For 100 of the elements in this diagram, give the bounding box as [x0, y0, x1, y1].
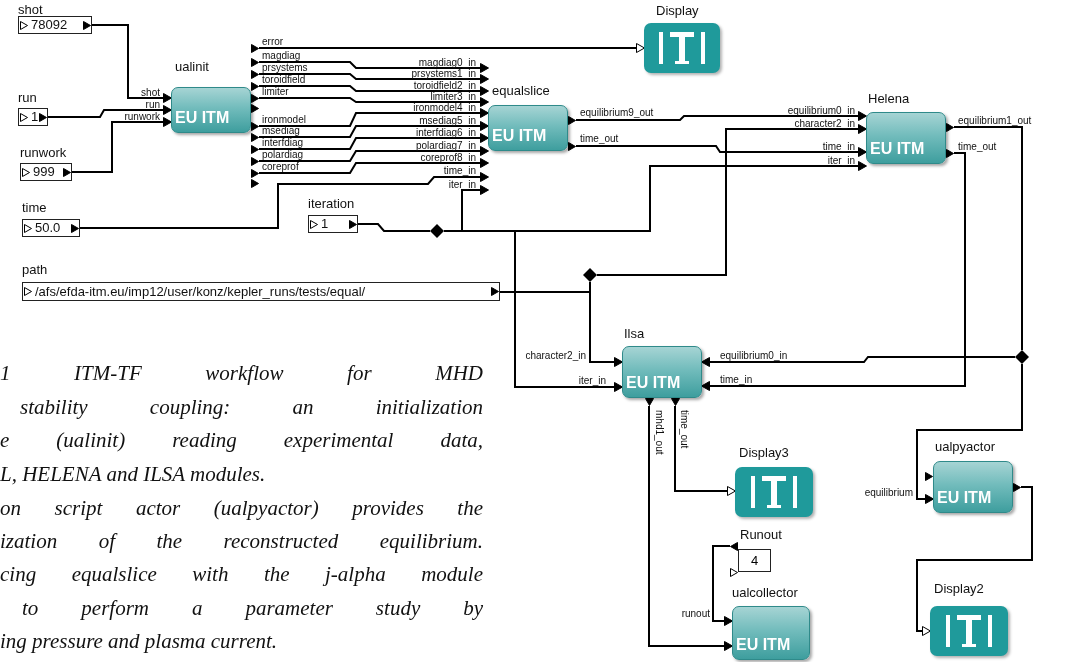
port-label: equilibrium — [864, 488, 913, 498]
port-label: equilibrium9_out — [580, 108, 654, 118]
port-label: limiter3_in — [430, 91, 476, 102]
port-label: mhd1_out — [654, 410, 664, 455]
port-label: shot — [141, 88, 160, 98]
actor-name: equalslice — [492, 84, 550, 97]
actor-box: EU ITM — [866, 112, 946, 164]
connector — [916, 486, 1033, 636]
connector — [258, 108, 489, 127]
port-label: msediag — [262, 126, 300, 136]
parameter-name: path — [22, 263, 48, 276]
port-label: polardiag7_in — [415, 140, 476, 151]
connector — [258, 146, 489, 162]
port-label: equilibrium0_in — [720, 351, 788, 361]
actor-box: EU ITM — [171, 87, 251, 133]
connector — [258, 73, 489, 84]
connector — [916, 363, 1023, 504]
connector — [575, 145, 867, 157]
parameter-value: 50.0 — [35, 220, 61, 236]
connector — [79, 172, 489, 229]
connector — [91, 24, 172, 103]
connector — [357, 223, 431, 232]
parameter-value: 1 — [31, 109, 39, 125]
port-label: toroidfield2_in — [413, 80, 476, 91]
connector — [258, 85, 489, 96]
actor-box: EU ITM — [488, 105, 568, 151]
actor-name: Helena — [868, 92, 910, 105]
port-label: run — [145, 100, 160, 110]
port-label: time_in — [720, 375, 753, 385]
connector — [701, 152, 966, 391]
port-label: msediag5_in — [419, 115, 476, 126]
caption-line: e (ualinit) reading experimental data, — [0, 428, 483, 452]
port-label: iter_in — [578, 376, 606, 386]
port-label: equilibrium1_out — [958, 116, 1032, 126]
port-label: magdiag0_in — [418, 57, 476, 68]
caption-line: stability coupling: an initialization — [20, 395, 483, 419]
connector — [674, 405, 736, 496]
port-label: runwork — [124, 112, 160, 122]
port-label: prsystems1_in — [411, 68, 476, 79]
display-name: Display2 — [934, 582, 984, 595]
connector — [258, 97, 489, 107]
connector — [712, 545, 733, 626]
caption-line: L, HELENA and ILSA modules. — [0, 462, 266, 486]
actor-name: Ilsa — [624, 327, 645, 340]
port-label: character2_in — [525, 351, 586, 361]
display-name: Display — [656, 4, 699, 17]
port-label: ironmodel — [262, 115, 306, 125]
connector — [701, 356, 1016, 367]
connector — [648, 405, 733, 651]
actor-name: ualpyactor — [935, 440, 995, 453]
caption-line: cing equalslice with the j-alpha module — [0, 562, 483, 586]
caption-line: ing pressure and plasma current. — [0, 629, 278, 653]
port-label: polardiag — [262, 150, 304, 160]
port-label: prsystems — [262, 63, 308, 73]
actor-box: EU ITM — [933, 461, 1013, 513]
port-label: iter_in — [827, 155, 855, 166]
parameter-name: shot — [18, 3, 43, 16]
connector — [596, 124, 867, 276]
port-label: time_in — [443, 166, 476, 176]
parameter-name: time — [22, 201, 47, 214]
connector — [589, 281, 623, 367]
port-label: toroidfield — [262, 75, 306, 85]
connector — [953, 126, 1023, 351]
actor-name: ualcollector — [732, 586, 798, 599]
port-label: coreprof8_in — [420, 152, 476, 163]
parameter-name: run — [18, 91, 37, 104]
port-label: character2_in — [794, 118, 855, 129]
connector — [443, 230, 623, 392]
port-label: iter_in — [448, 179, 476, 190]
port-label: interfdiag — [262, 138, 304, 148]
port-label: time_out — [679, 410, 689, 449]
display-name: Display3 — [739, 446, 789, 459]
caption-line: to perform a parameter study by — [22, 596, 483, 620]
connector — [258, 121, 489, 138]
actor-box: EU ITM — [622, 346, 702, 398]
port-label: limiter — [262, 87, 289, 97]
parameter-value: 78092 — [31, 17, 68, 33]
port-label: coreprof — [262, 162, 299, 172]
port-label: runout — [681, 609, 710, 619]
port-label: error — [262, 37, 284, 47]
port-label: time_in — [822, 141, 855, 152]
port-label: interfdiag6_in — [415, 127, 476, 138]
parameter-name: iteration — [308, 197, 355, 210]
port-label: time_out — [580, 134, 619, 144]
connector — [258, 133, 489, 150]
connector — [575, 111, 867, 121]
connector — [258, 158, 489, 174]
parameter-value: 999 — [33, 164, 55, 180]
caption-line: ization of the reconstructed equilibrium. — [0, 529, 483, 553]
port-label: time_out — [958, 142, 997, 152]
parameter-value: 1 — [321, 216, 329, 232]
connector — [47, 105, 172, 118]
caption-line: on script actor (ualpyactor) provides the — [0, 496, 483, 520]
port-label: equilibrium0_in — [787, 105, 855, 116]
parameter-value: /afs/efda-itm.eu/imp12/user/konz/kepler_runs/tests/equal/ — [35, 283, 366, 300]
connector — [258, 43, 645, 53]
connector — [71, 117, 172, 173]
port-label: ironmodel4_in — [413, 102, 476, 113]
parameter-name: runwork — [20, 146, 67, 159]
actor-name: ualinit — [175, 60, 209, 73]
